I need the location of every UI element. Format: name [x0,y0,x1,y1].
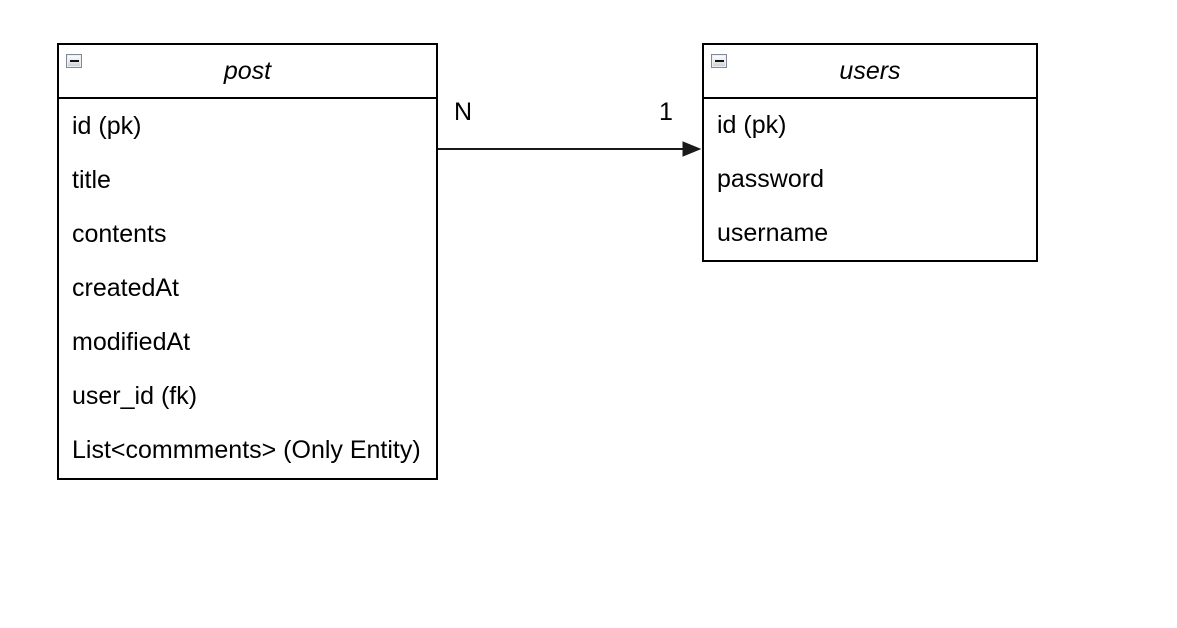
entity-post-body: id (pk) title contents createdAt modifie… [59,99,436,478]
minus-icon [69,60,79,62]
entity-post-title: post [223,56,272,85]
collapse-button[interactable] [711,54,727,68]
field-row: contents [72,219,167,248]
field-row: username [717,218,829,247]
field-row: id (pk) [72,111,142,140]
field-row: modifiedAt [72,328,191,357]
relation-label-n: N [454,98,473,126]
minus-icon [714,60,724,62]
entity-users-header: users [704,45,1036,99]
entity-users-body: id (pk) password username [704,99,1036,260]
entity-post[interactable]: post id (pk) title contents createdAt mo… [57,43,438,480]
field-row: user_id (fk) [72,382,198,411]
field-row: password [717,165,824,193]
field-row: title [72,165,111,194]
entity-users[interactable]: users id (pk) password username [702,43,1038,262]
collapse-button[interactable] [66,54,82,68]
field-row: List<commments> (Only Entity) [72,436,421,465]
entity-post-header: post [59,45,436,99]
relation-label-1: 1 [659,98,673,126]
field-row: id (pk) [717,111,787,140]
entity-users-title: users [839,56,901,85]
field-row: createdAt [72,273,180,302]
